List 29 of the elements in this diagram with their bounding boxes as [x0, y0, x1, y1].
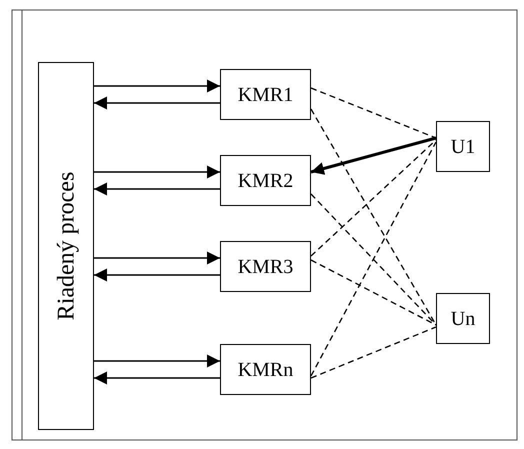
arrow	[94, 182, 220, 196]
arrow	[94, 80, 220, 92]
node-label: KMRn	[238, 360, 294, 380]
node-label: Riadený proces	[54, 172, 78, 320]
process-bar	[38, 62, 94, 430]
dashed-line	[310, 140, 436, 256]
process-box	[220, 155, 311, 206]
dashed-line	[310, 87, 436, 139]
node-label: Un	[450, 308, 476, 328]
arrow	[94, 166, 220, 178]
node-label: KMR3	[238, 256, 294, 276]
process-box	[220, 241, 311, 292]
arrow	[94, 372, 220, 384]
node-label: KMR2	[238, 170, 294, 190]
arrow	[94, 252, 220, 264]
dashed-line	[310, 194, 436, 326]
process-box	[220, 69, 311, 120]
arrow	[310, 136, 436, 175]
arrow	[94, 96, 220, 110]
process-box	[436, 121, 490, 172]
dashed-line	[310, 326, 436, 379]
process-box	[220, 344, 311, 395]
dashed-line	[310, 259, 436, 326]
process-box	[436, 293, 490, 344]
arrow	[94, 268, 220, 282]
node-label: KMR1	[238, 84, 294, 104]
arrow	[94, 354, 220, 368]
dashed-line	[310, 142, 437, 376]
node-label: U1	[450, 136, 476, 156]
